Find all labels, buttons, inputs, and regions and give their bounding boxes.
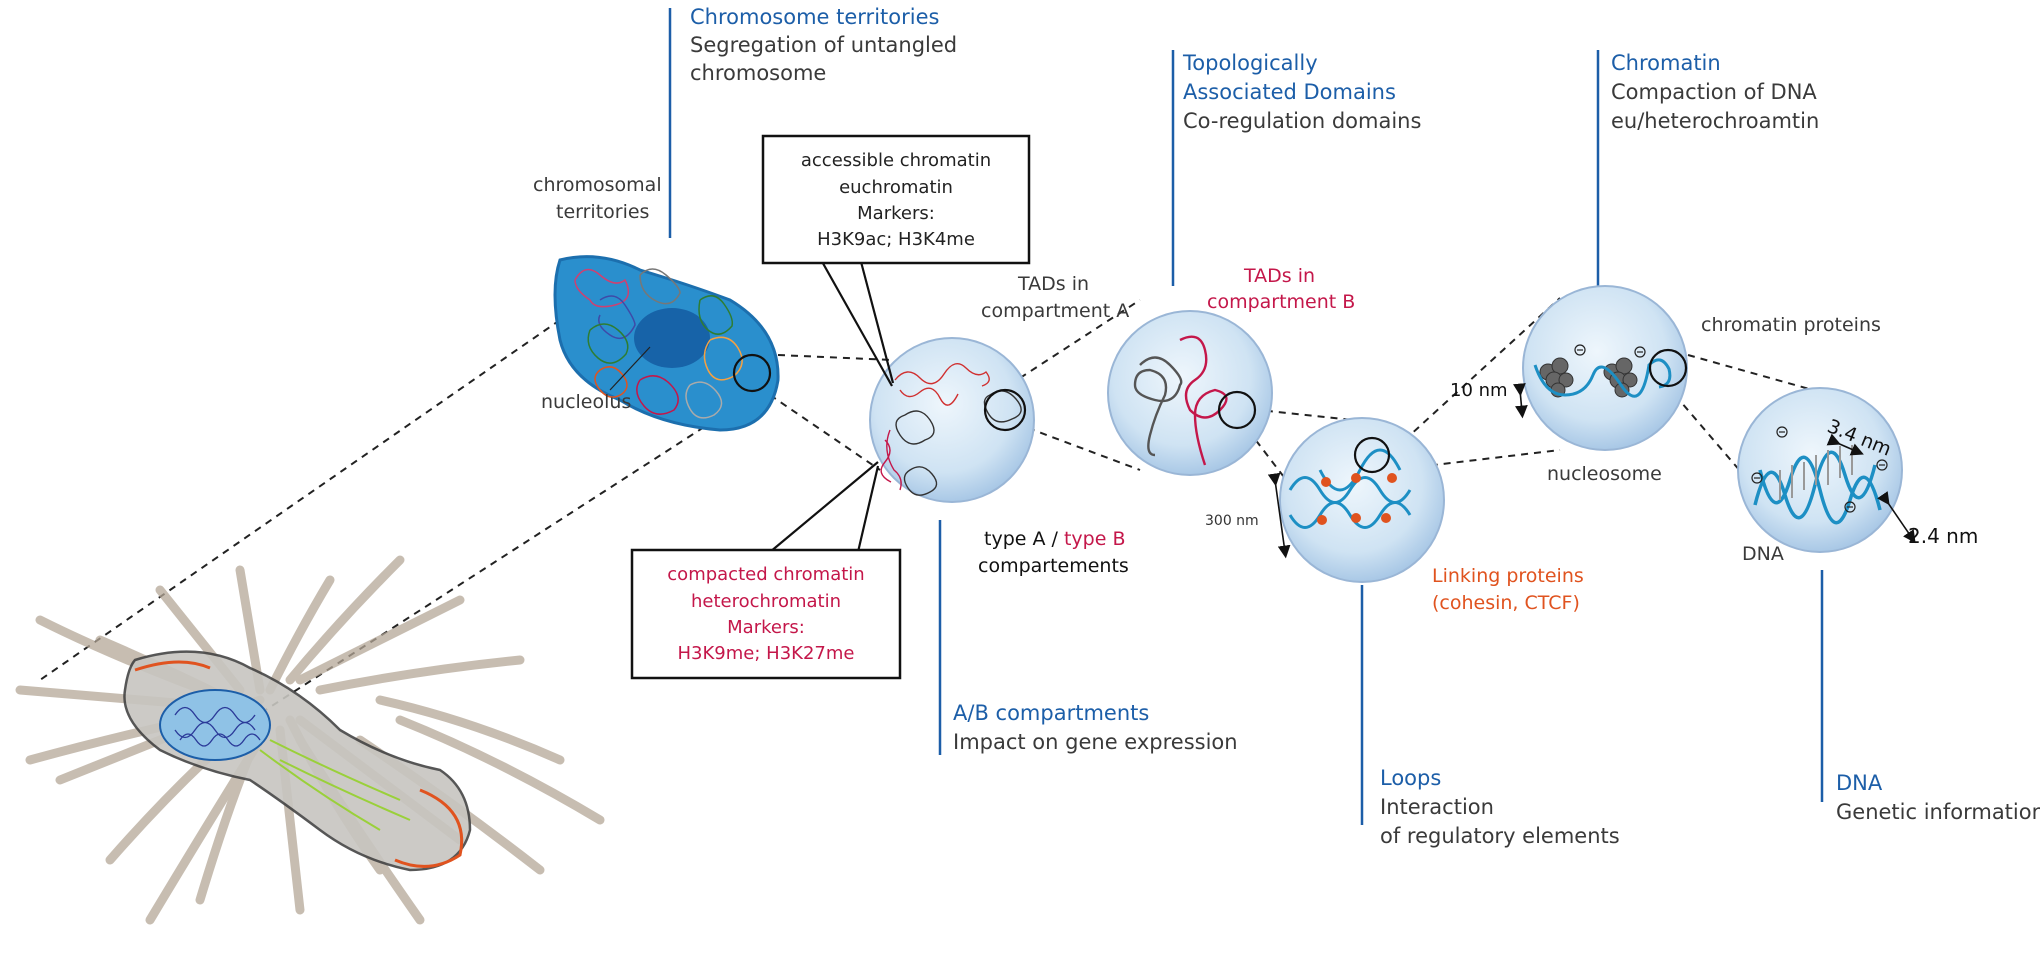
loops-title: Loops (1380, 766, 1441, 790)
tads-a-label-2: compartment A (981, 300, 1129, 322)
type-b-label: type B (1064, 528, 1126, 550)
nucleus-zoom-circle (732, 353, 772, 393)
chromatin-desc-2: eu/heterochroamtin (1611, 109, 1819, 133)
euchromatin-line3: Markers: (857, 203, 935, 224)
chromosome-territories-desc-1: Segregation of untangled (690, 33, 957, 57)
tad-b-zoom-circle (1217, 390, 1257, 430)
compartments-sphere (869, 337, 1035, 503)
tads-title-2: Associated Domains (1183, 80, 1396, 104)
chromatin-proteins-label: chromatin proteins (1701, 314, 1881, 336)
chromatin-zoom-circle (1648, 348, 1688, 388)
euchromatin-markers: H3K9ac; H3K4me (817, 229, 975, 250)
euchromatin-line1: accessible chromatin (801, 150, 991, 171)
chromatin-sphere (1513, 285, 1688, 451)
heterochromatin-line3: Markers: (727, 617, 805, 638)
size-10nm-label: 10 nm (1450, 380, 1508, 401)
linking-proteins-label-1: Linking proteins (1432, 565, 1584, 587)
tad-a-zoom-circle (983, 388, 1027, 432)
linking-proteins-label-2: (cohesin, CTCF) (1432, 592, 1580, 614)
loop-zoom-circle (1353, 436, 1391, 474)
nucleolus-label: nucleolus (541, 391, 631, 413)
dna-desc: Genetic information (1836, 800, 2040, 824)
loops-desc-1: Interaction (1380, 795, 1494, 819)
size-24nm-label: 2.4 nm (1908, 524, 1978, 548)
dna-inline-label: DNA (1742, 543, 1784, 565)
tads-a-label-1: TADs in (1017, 273, 1089, 295)
chromatin-desc-1: Compaction of DNA (1611, 80, 1817, 104)
dna-title: DNA (1836, 771, 1883, 795)
heterochromatin-markers: H3K9me; H3K27me (678, 643, 855, 664)
ab-compartments-desc: Impact on gene expression (953, 730, 1238, 754)
euchromatin-callout: accessible chromatin euchromatin Markers… (761, 134, 1031, 387)
tads-b-label-2: compartment B (1207, 291, 1355, 313)
tads-sphere (1107, 310, 1273, 476)
compartements-label: compartements (978, 555, 1129, 577)
chromosomal-territories-label-1: chromosomal (533, 174, 662, 196)
tads-desc: Co-regulation domains (1183, 109, 1421, 133)
chromosomal-territories-label-2: territories (556, 201, 649, 223)
nucleosome-label: nucleosome (1547, 463, 1662, 485)
cell-nucleus (159, 689, 271, 761)
cell-body (123, 650, 472, 872)
loops-desc-2: of regulatory elements (1380, 824, 1620, 848)
heterochromatin-line1: compacted chromatin (667, 564, 864, 585)
nucleolus-shape (634, 308, 710, 368)
type-a-label: type A / (984, 528, 1064, 550)
heterochromatin-callout: compacted chromatin heterochromatin Mark… (630, 461, 902, 680)
chromosome-territories-desc-2: chromosome (690, 61, 826, 85)
euchromatin-line2: euchromatin (839, 177, 953, 198)
tads-title-1: Topologically (1182, 51, 1318, 75)
size-300nm-label: 300 nm (1205, 513, 1259, 529)
tads-b-label-1: TADs in (1243, 265, 1315, 287)
heterochromatin-line2: heterochromatin (691, 591, 841, 612)
chromosome-territories-title: Chromosome territories (690, 5, 939, 29)
chromatin-title: Chromatin (1611, 51, 1721, 75)
loops-sphere (1267, 417, 1445, 583)
dna-sphere (1737, 387, 1916, 553)
compartment-types-label: type A / type B (984, 528, 1126, 550)
cell-illustration (15, 555, 605, 925)
nucleus-illustration (553, 255, 780, 432)
ab-compartments-title: A/B compartments (953, 701, 1149, 725)
